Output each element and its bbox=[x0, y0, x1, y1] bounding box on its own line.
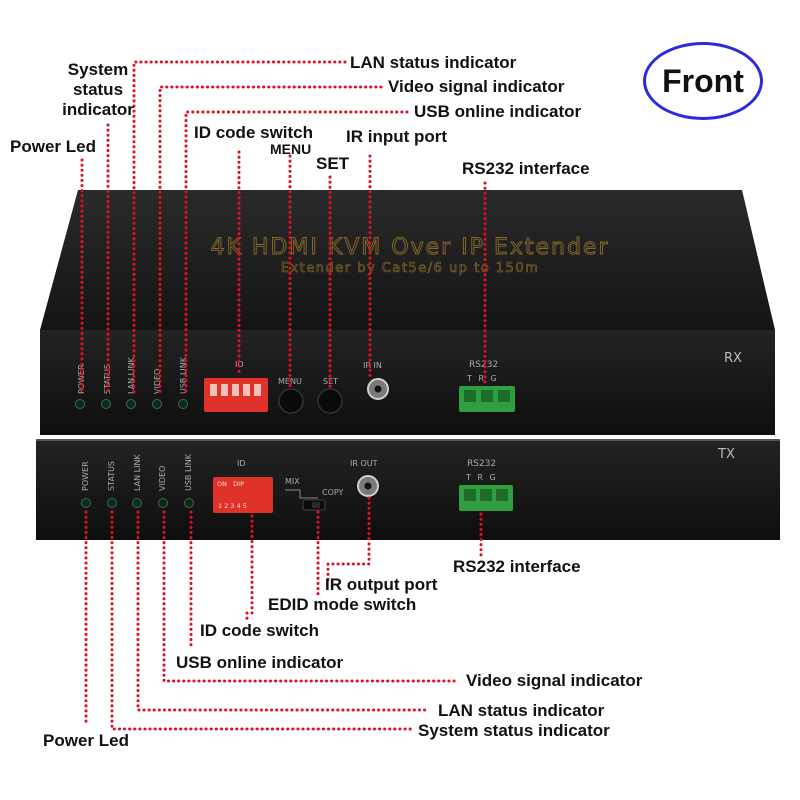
leader-top-usb bbox=[184, 110, 409, 394]
tx-edid-switch-knob bbox=[312, 502, 320, 508]
label-bot-id-code-switch: ID code switch bbox=[200, 621, 320, 640]
tx-ir-label: IR OUT bbox=[350, 459, 378, 468]
tx-id-label: ID bbox=[237, 459, 246, 468]
tx-rs232-label: RS232 bbox=[467, 459, 496, 469]
tx-device: TX POWER STATUS LAN LINK VIDEO USB LINK … bbox=[36, 439, 780, 540]
tx-status-led bbox=[107, 498, 117, 508]
label-top-menu: MENU bbox=[270, 141, 312, 157]
label-top-video-signal: Video signal indicator bbox=[388, 77, 565, 96]
rx-lan-led bbox=[126, 399, 136, 409]
tx-video-led bbox=[158, 498, 168, 508]
label-bot-power-led: Power Led bbox=[43, 731, 129, 750]
tx-terminal-pins: T R G bbox=[465, 473, 498, 482]
tx-dip-text: ON DIP bbox=[217, 480, 244, 488]
leader-bot-ir bbox=[326, 496, 371, 583]
tx-mix-label: MIX bbox=[285, 477, 300, 486]
rx-rs232-label: RS232 bbox=[469, 360, 498, 370]
tx-power-led bbox=[81, 498, 91, 508]
rx-device: 4K HDMI KVM Over IP Extender Extender by… bbox=[40, 190, 775, 435]
label-top-id-code-switch: ID code switch bbox=[194, 123, 314, 142]
label-bot-rs232: RS232 interface bbox=[453, 557, 581, 576]
tx-dip-numbers: 1 2 3 4 5 bbox=[218, 502, 247, 510]
tx-led-group: POWER STATUS LAN LINK VIDEO USB LINK bbox=[81, 453, 194, 508]
label-bot-usb-online: USB online indicator bbox=[176, 653, 344, 672]
label-bot-ir-output: IR output port bbox=[325, 575, 438, 594]
tx-led-label-usb: USB LINK bbox=[184, 453, 193, 491]
label-bot-video-signal: Video signal indicator bbox=[466, 671, 643, 690]
rx-menu-button[interactable] bbox=[278, 388, 304, 414]
rx-ir-in-hole bbox=[374, 385, 382, 393]
tx-ir-out-hole bbox=[364, 482, 372, 490]
tx-led-label-status: STATUS bbox=[107, 461, 116, 491]
tx-lan-led bbox=[132, 498, 142, 508]
rx-power-led bbox=[75, 399, 85, 409]
rx-top-panel bbox=[40, 190, 775, 330]
tx-id-dip-switch[interactable] bbox=[213, 477, 273, 513]
rx-subtitle: Extender by Cat5e/6 up to 150m bbox=[281, 261, 540, 276]
label-top-ir-input: IR input port bbox=[346, 127, 448, 146]
rx-set-button[interactable] bbox=[317, 388, 343, 414]
label-top-rs232: RS232 interface bbox=[462, 159, 590, 178]
rx-title: 4K HDMI KVM Over IP Extender bbox=[210, 235, 609, 260]
label-bot-edid-mode: EDID mode switch bbox=[268, 595, 417, 614]
leader-top-lan bbox=[132, 60, 347, 394]
tx-edid-bracket bbox=[285, 489, 318, 499]
leader-top-video bbox=[158, 85, 383, 394]
leader-bot-video bbox=[162, 510, 457, 683]
tx-led-label-video: VIDEO bbox=[158, 466, 167, 491]
rx-dip-levers bbox=[210, 384, 261, 396]
tx-front-panel bbox=[36, 440, 780, 540]
label-top-system-status: System status indicator bbox=[62, 60, 134, 119]
tx-led-label-lan: LAN LINK bbox=[133, 454, 142, 491]
label-bot-lan-status: LAN status indicator bbox=[438, 701, 605, 720]
label-top-lan-status: LAN status indicator bbox=[350, 53, 517, 72]
rx-usb-led bbox=[178, 399, 188, 409]
front-badge: Front bbox=[643, 42, 763, 120]
rx-led-label-video: VIDEO bbox=[153, 369, 162, 394]
tx-unit-mark: TX bbox=[717, 447, 735, 462]
rx-unit-mark: RX bbox=[724, 351, 742, 366]
rx-id-label: ID bbox=[235, 360, 244, 369]
rx-status-led bbox=[101, 399, 111, 409]
rx-terminal-pins: T R G bbox=[466, 374, 499, 383]
tx-copy-label: COPY bbox=[322, 488, 344, 497]
tx-led-label-power: POWER bbox=[81, 461, 90, 491]
label-top-usb-online: USB online indicator bbox=[414, 102, 582, 121]
tx-usb-led bbox=[184, 498, 194, 508]
label-bot-system-status: System status indicator bbox=[418, 721, 610, 740]
rx-ir-label: IR IN bbox=[363, 361, 382, 370]
label-top-power-led: Power Led bbox=[10, 137, 96, 156]
rx-led-label-usb: USB LINK bbox=[179, 356, 188, 394]
label-top-set: SET bbox=[316, 154, 350, 173]
rx-led-label-lan: LAN LINK bbox=[127, 357, 136, 394]
rx-front-panel bbox=[40, 330, 775, 435]
leader-bot-lan bbox=[136, 510, 430, 712]
leader-bot-status bbox=[110, 510, 415, 731]
rx-video-led bbox=[152, 399, 162, 409]
leader-lines bbox=[80, 60, 487, 731]
